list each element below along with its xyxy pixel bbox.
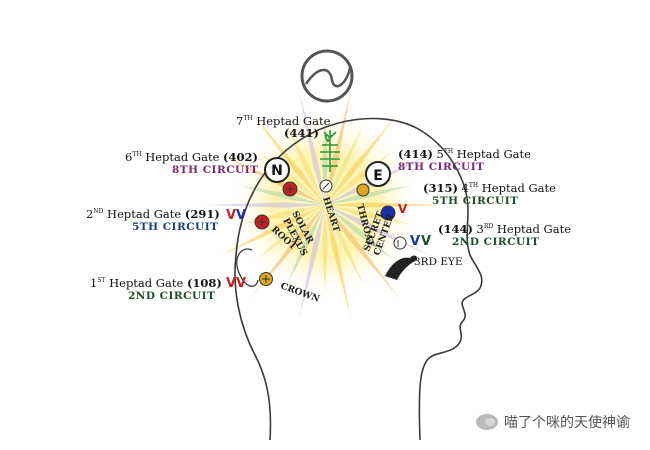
svg-text:E: E (373, 168, 383, 184)
gate-2-circuit: 5TH CIRCUIT (132, 221, 219, 233)
burst-ray (298, 89, 325, 205)
svg-text:N: N (271, 163, 283, 179)
third-eye-label: 3RD EYE (414, 256, 463, 268)
east-circle: E (365, 161, 391, 187)
burst-ray (322, 205, 328, 293)
ladder-glyph-icon (320, 130, 340, 172)
gate-7-number: (441) (284, 126, 319, 140)
crown-dot (259, 272, 273, 286)
north-circle: N (264, 157, 290, 183)
gate-5-label: (414) 5TH Heptad Gate (398, 147, 531, 161)
throat-dot (356, 183, 370, 197)
gate-4-circuit: 5TH CIRCUIT (432, 195, 519, 207)
crown-symbol-icon (300, 49, 354, 103)
heart-dot (319, 179, 333, 193)
svg-text:V: V (226, 208, 236, 223)
burst-ray (325, 205, 394, 260)
root-dot (254, 214, 270, 230)
gate-6-label: 6TH Heptad Gate (402) (125, 150, 258, 164)
gate-5-circuit: 8TH CIRCUIT (398, 161, 485, 173)
third-eye-dot (393, 236, 407, 250)
gate-1-circuit: 2ND CIRCUIT (128, 290, 216, 302)
burst-ray (325, 202, 443, 208)
burst-ray (325, 205, 399, 298)
burst-ray (325, 205, 352, 321)
watermark: 喵了个咪的天使神谕 (476, 412, 630, 432)
burst-ray (239, 185, 325, 205)
gate-7-label: 7TH Heptad Gate (236, 114, 331, 128)
burst-ray (325, 205, 364, 285)
bird-icon (385, 255, 418, 280)
burst-ray (298, 205, 325, 321)
gate-4-label: (315) 4TH Heptad Gate (423, 181, 556, 195)
ear-outline (236, 248, 259, 287)
gate-markers: V V V VV V V V (226, 134, 431, 291)
burst-ray (325, 125, 364, 205)
gate-3-circuit: 2ND CIRCUIT (452, 236, 540, 248)
burst-ray (256, 205, 325, 260)
gate-1-label: 1ST Heptad Gate (108) (90, 276, 222, 290)
burst-ray (286, 205, 325, 285)
solar-plexus-dot (282, 181, 298, 197)
gate-6-circuit: 8TH CIRCUIT (172, 164, 259, 176)
burst-ray (218, 205, 325, 257)
burst-ray (325, 112, 399, 205)
svg-text:VV: VV (226, 276, 246, 291)
svg-text:V: V (324, 134, 332, 145)
gate-3-label: (144) 3RD Heptad Gate (438, 222, 572, 236)
gate-2-label: 2ND Heptad Gate (291) (86, 207, 220, 221)
burst-ray (325, 89, 352, 205)
svg-text:V: V (410, 234, 420, 249)
burst-ray (251, 112, 325, 205)
head-outline (234, 117, 483, 441)
burst-ray (207, 202, 325, 208)
svg-text:V: V (236, 208, 246, 223)
wechat-icon (476, 414, 498, 430)
burst-ray (325, 185, 411, 205)
secret-center-dot (380, 205, 396, 221)
svg-text:V: V (421, 234, 431, 249)
burst-ray (286, 125, 325, 205)
svg-text:V: V (398, 202, 408, 216)
